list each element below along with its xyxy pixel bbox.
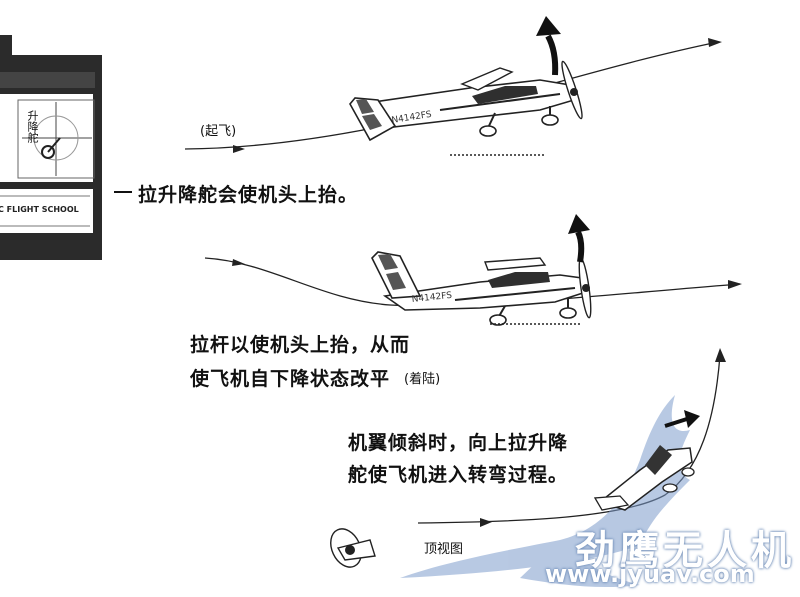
airplane-takeoff <box>349 60 583 142</box>
takeoff-phase-label: (起飞) <box>200 124 237 139</box>
pitch-up-arrow-2 <box>568 214 590 263</box>
airplane-banked <box>593 410 700 511</box>
transmitter-dial-label: 升降舵 <box>26 110 39 143</box>
transmitter-illustration <box>0 35 102 260</box>
airplane-landing <box>371 251 592 326</box>
turn-caption-line1: 机翼倾斜时，向上拉升降 <box>348 432 569 454</box>
landing-phase-label: (着陆) <box>404 372 441 387</box>
landing-caption-line2: 使飞机自下降状态改平 <box>190 368 391 390</box>
top-view-airplane <box>330 528 376 568</box>
pitch-up-arrow-1 <box>536 16 561 76</box>
tail-number-2: N4142FS <box>411 291 452 305</box>
takeoff-caption: 拉升降舵会使机头上抬。 <box>138 184 359 206</box>
turn-caption-line2: 舵使飞机进入转弯过程。 <box>348 464 569 486</box>
landing-caption-line1: 拉杆以使机头上抬，从而 <box>190 334 411 356</box>
top-view-label: 顶视图 <box>424 542 464 557</box>
watermark-url: www.jyuav.com <box>545 560 755 588</box>
transmitter-brand: C FLIGHT SCHOOL <box>0 205 79 214</box>
watermark-name: 劲鹰无人机 <box>575 528 795 574</box>
eagle-watermark <box>400 395 690 588</box>
